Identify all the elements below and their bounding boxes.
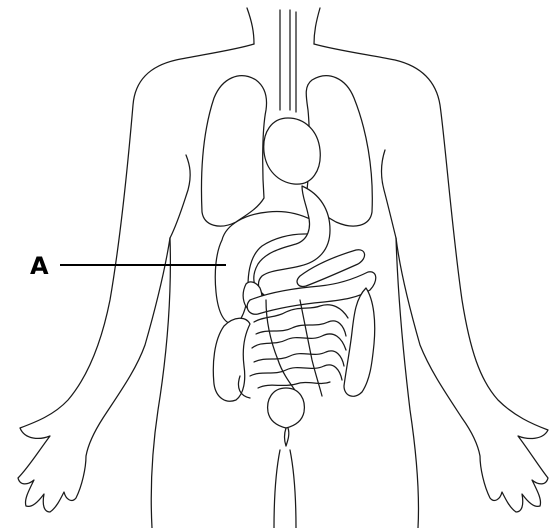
bladder: [268, 388, 305, 428]
large-intestine: [213, 318, 250, 401]
urethra: [285, 428, 289, 446]
label-a: A: [30, 252, 49, 280]
lung-left: [202, 76, 267, 226]
descending-colon: [344, 288, 375, 396]
trachea: [280, 10, 296, 112]
small-intestine: [250, 300, 348, 398]
